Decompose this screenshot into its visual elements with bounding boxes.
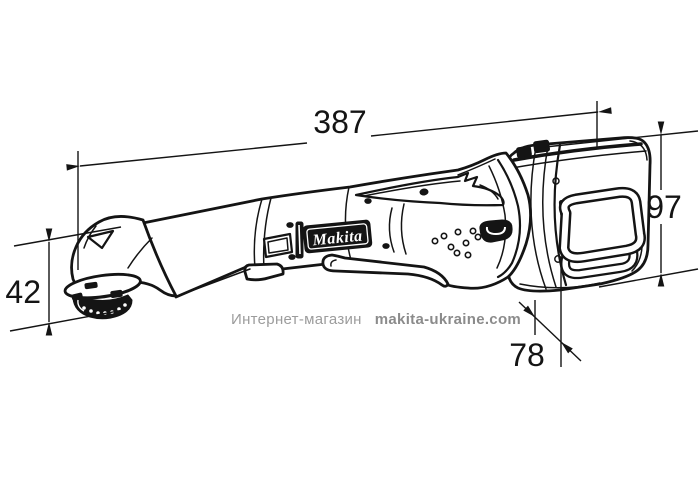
tool-body: Makita (136, 151, 532, 299)
battery-latch (516, 139, 550, 159)
knurled-socket (72, 294, 133, 320)
dimension-length: 387 (66, 101, 612, 270)
makita-logo-text: Makita (311, 228, 364, 250)
trigger (321, 253, 450, 288)
watermark: Интернет-магазин makita-ukraine.com (231, 311, 521, 328)
makita-logo: Makita (302, 219, 373, 254)
dimension-head-height-label: 42 (5, 274, 41, 310)
battery-pack (504, 136, 652, 293)
grip-dots (431, 227, 482, 259)
angle-head (63, 215, 178, 320)
grip-inlay (354, 171, 505, 207)
dimension-length-label: 387 (313, 104, 366, 140)
head-notch (86, 229, 115, 250)
dimension-battery-width-label: 78 (509, 337, 545, 373)
rear-pad (479, 219, 513, 243)
battery-bail-handle (558, 186, 646, 280)
dimension-head-height: 42 (5, 226, 130, 336)
dimension-height-label: 97 (646, 189, 682, 225)
watermark-site-label: makita-ukraine.com (374, 311, 522, 328)
battery-top-band (512, 142, 643, 162)
dimension-overall-height: 97 (544, 121, 699, 288)
housing-slot (295, 221, 304, 259)
reverse-switch-button (262, 232, 294, 259)
watermark-store-label: Интернет-магазин (231, 311, 362, 328)
lock-lever (243, 262, 285, 282)
dimension-battery-width: 78 (509, 263, 582, 373)
